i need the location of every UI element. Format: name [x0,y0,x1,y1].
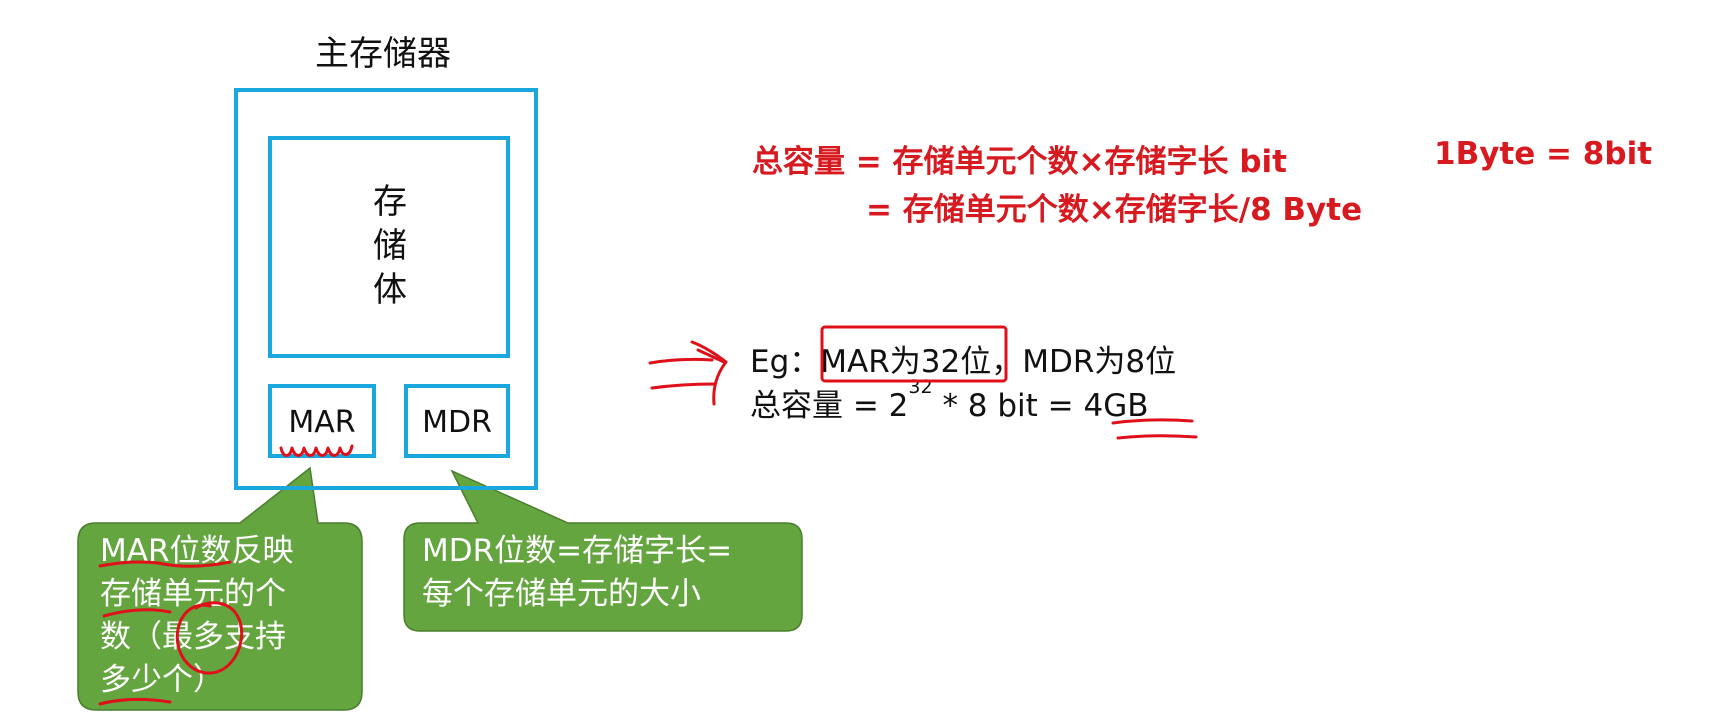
many-underline [98,697,172,706]
double-arrow-icon [648,340,728,406]
capacity-formula-line1: 总容量 = 存储单元个数×存储字长 bit [752,144,1287,180]
mar-32-highlight-box [820,325,1008,383]
main-memory-box [234,88,538,490]
most-circle [175,601,244,675]
mdr-register: MDR [404,384,510,458]
memory-title: 主存储器 [315,34,451,74]
mdr-callout-text: MDR位数=存储字长= 每个存储单元的大小 [422,533,733,612]
byte-bit-note: 1Byte = 8bit [1434,136,1653,172]
4gb-underline [1111,418,1194,425]
mdr-callout-bubble [403,469,803,632]
mar-bits-underline [98,560,232,568]
count-underline [102,608,172,618]
example-line2: 总容量 = 232 * 8 bit = 4GB [750,376,1149,425]
example-line2-suffix: * 8 bit = 4GB [932,388,1149,424]
mar-callout-bubble [77,466,363,711]
storage-body-label: 存 储 体 [373,182,407,310]
mar-callout-text: MAR位数反映 存储单元的个 数（最多支持 多少个） [100,533,294,698]
mdr-label: MDR [422,405,492,440]
capacity-formula-line2: = 存储单元个数×存储字长/8 Byte [866,192,1363,228]
example-line2-prefix: 总容量 = 2 [750,388,909,424]
mar-squiggle [279,444,354,457]
mar-label: MAR [288,405,356,440]
4gb-underline-2 [1116,434,1198,440]
storage-body-box [268,136,510,358]
